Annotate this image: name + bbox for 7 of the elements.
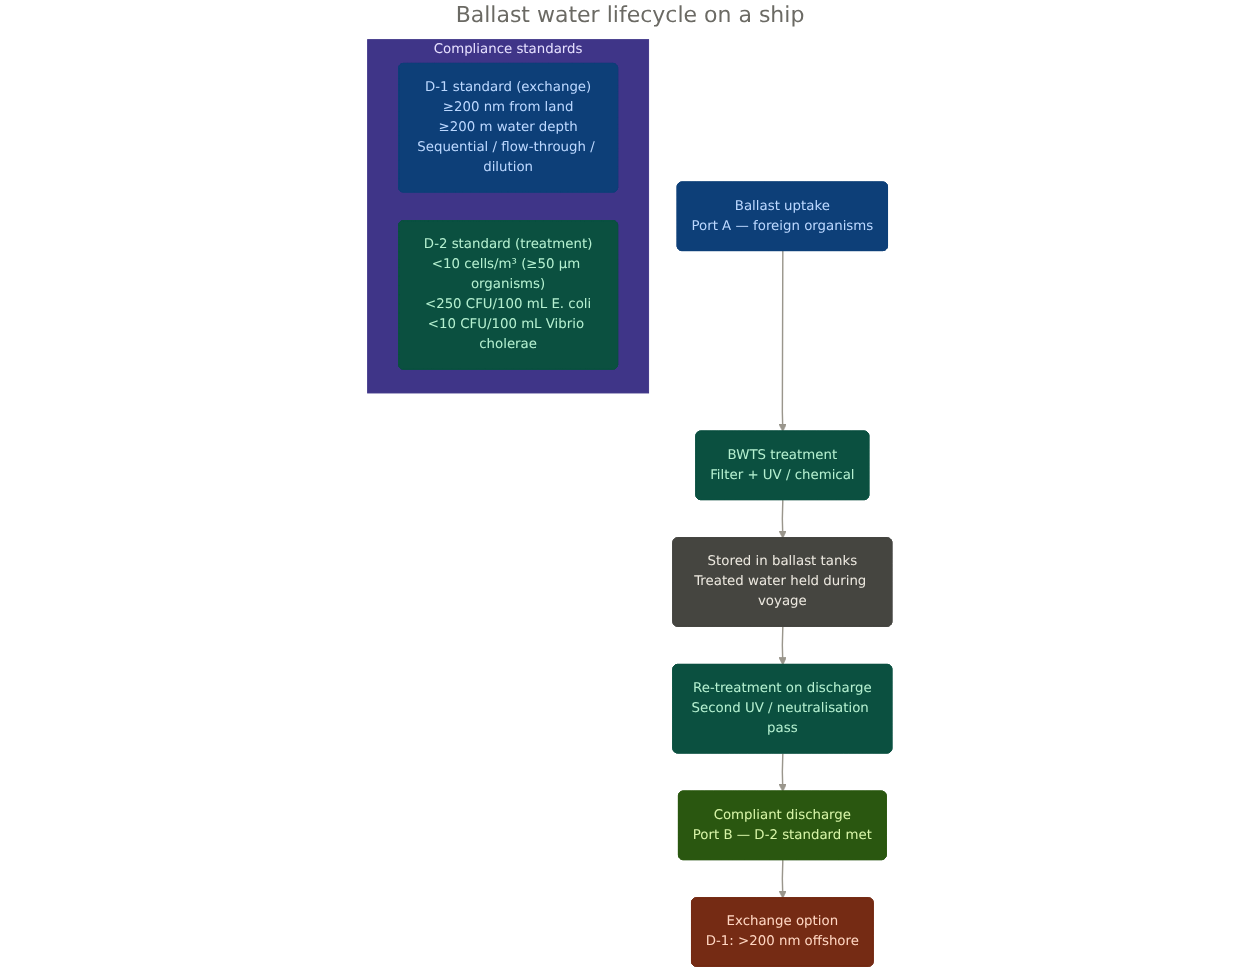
- arrow: [778, 752, 788, 792]
- cluster: [367, 39, 650, 394]
- arrow: [778, 626, 788, 666]
- arrow: [778, 499, 788, 539]
- arrow: [778, 859, 788, 899]
- arrow: [778, 250, 788, 432]
- diagram-title: Ballast water lifecycle on a ship: [453, 0, 807, 32]
